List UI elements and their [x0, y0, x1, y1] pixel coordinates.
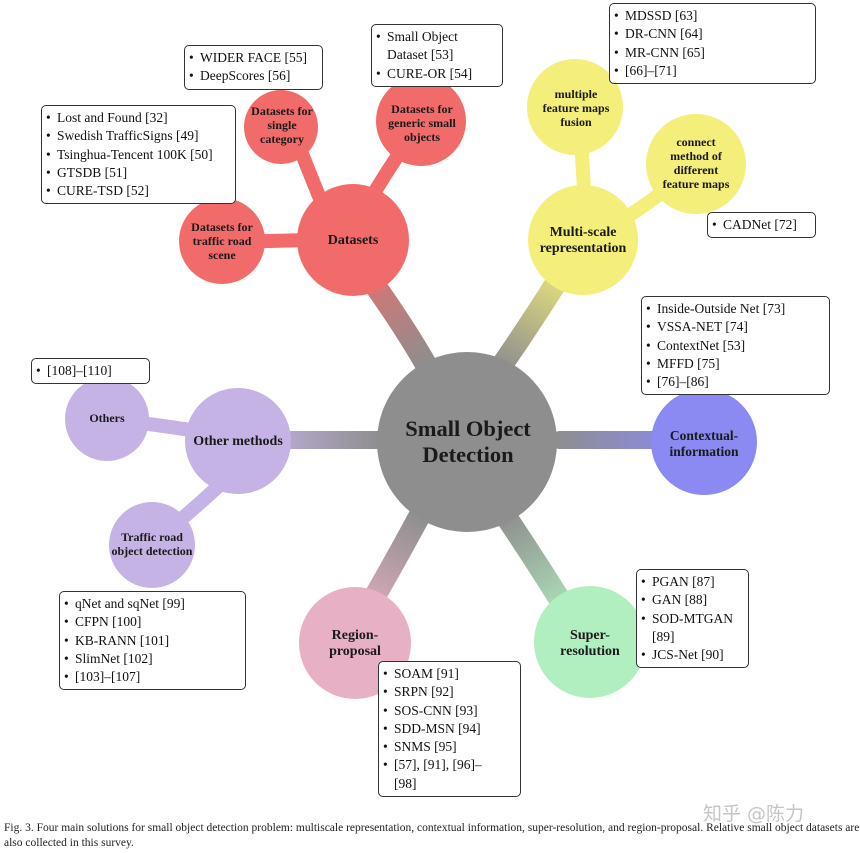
ref-item: Swedish TrafficSigns [49]	[46, 127, 229, 146]
ref-item: CURE-TSD [52]	[46, 182, 229, 201]
connect-method-node	[646, 114, 746, 214]
box-traffic-detection: qNet and sqNet [99] CFPN [100] KB-RANN […	[59, 591, 246, 691]
ref-item: qNet and sqNet [99]	[64, 595, 239, 614]
box-traffic-road-scene: Lost and Found [32] Swedish TrafficSigns…	[41, 105, 236, 205]
box-others: [108]–[110]	[31, 358, 150, 385]
ref-item: [66]–[71]	[614, 62, 809, 81]
ref-item: CFPN [100]	[64, 613, 239, 632]
ref-item: Inside-Outside Net [73]	[646, 300, 823, 319]
ref-item: MR-CNN [65]	[614, 44, 809, 63]
connect-method-label: connect method of different feature maps	[662, 135, 730, 191]
ref-item: GTSDB [51]	[46, 164, 229, 183]
contextual-label: Contextual-information	[669, 428, 739, 459]
ref-item: MDSSD [63]	[614, 7, 809, 26]
ref-item: [57], [91], [96]–[98]	[383, 756, 514, 793]
feature-fusion-node	[527, 59, 623, 155]
ref-item: SOD-MTGAN [89]	[641, 610, 742, 647]
traffic-detection-node	[109, 502, 195, 588]
feature-fusion-label: multiple feature maps fusion	[542, 87, 610, 129]
ref-item: ContextNet [53]	[646, 337, 823, 356]
ref-item: JCS-Net [90]	[641, 646, 742, 665]
datasets-single-label: Datasets for single category	[251, 104, 313, 146]
ref-item: Small Object Dataset [53]	[376, 28, 496, 65]
ref-item: SOAM [91]	[383, 665, 514, 684]
ref-item: Tsinghua-Tencent 100K [50]	[46, 146, 229, 165]
ref-item: SNMS [95]	[383, 738, 514, 757]
others-label: Others	[89, 411, 125, 426]
super-resolution-node	[534, 586, 646, 698]
ref-item: Lost and Found [32]	[46, 109, 229, 128]
ref-item: [103]–[107]	[64, 668, 239, 687]
center-node	[377, 352, 557, 532]
watermark: 知乎 @陈力	[703, 803, 805, 825]
ref-item: SDD-MSN [94]	[383, 720, 514, 739]
traffic-detection-label: Traffic road object detection	[111, 530, 193, 558]
box-contextual: Inside-Outside Net [73] VSSA-NET [74] Co…	[641, 296, 830, 396]
contextual-node	[651, 389, 757, 495]
datasets-node	[297, 184, 409, 296]
ref-item: SRPN [92]	[383, 683, 514, 702]
datasets-generic-node	[376, 76, 466, 166]
box-single-category: WIDER FACE [55] DeepScores [56]	[184, 45, 323, 90]
ref-item: [108]–[110]	[36, 362, 143, 381]
other-methods-label: Other methods	[193, 433, 283, 449]
ref-item: CURE-OR [54]	[376, 65, 496, 84]
ref-item: MFFD [75]	[646, 355, 823, 374]
super-resolution-label: Super-resolution	[560, 627, 620, 659]
ref-item: [76]–[86]	[646, 373, 823, 392]
datasets-label: Datasets	[327, 232, 379, 248]
others-node	[65, 377, 149, 461]
box-region-proposal: SOAM [91] SRPN [92] SOS-CNN [93] SDD-MSN…	[378, 661, 521, 798]
datasets-traffic-label: Datasets for traffic road scene	[191, 220, 253, 262]
box-generic: Small Object Dataset [53] CURE-OR [54]	[371, 24, 503, 87]
ref-item: CADNet [72]	[712, 216, 809, 235]
datasets-single-node	[244, 90, 318, 164]
box-super-resolution: PGAN [87] GAN [88] SOD-MTGAN [89] JCS-Ne…	[636, 569, 749, 669]
datasets-generic-label: Datasets for generic small objects	[388, 102, 456, 144]
ref-item: GAN [88]	[641, 591, 742, 610]
box-connect-method: CADNet [72]	[707, 212, 816, 239]
ref-item: WIDER FACE [55]	[189, 49, 316, 68]
ref-item: PGAN [87]	[641, 573, 742, 592]
region-proposal-label: Region-proposal	[329, 627, 381, 659]
other-methods-node	[185, 388, 291, 494]
ref-item: VSSA-NET [74]	[646, 318, 823, 337]
figure-caption: Fig. 3. Four main solutions for small ob…	[4, 822, 860, 849]
ref-item: DR-CNN [64]	[614, 25, 809, 44]
ref-item: DeepScores [56]	[189, 67, 316, 86]
box-feature-fusion: MDSSD [63] DR-CNN [64] MR-CNN [65] [66]–…	[609, 3, 816, 85]
datasets-traffic-node	[179, 198, 265, 284]
multiscale-label: Multi-scale representation	[539, 224, 627, 256]
center-title: Small Object Detection	[405, 416, 531, 467]
multiscale-node	[528, 185, 638, 295]
ref-item: SlimNet [102]	[64, 650, 239, 669]
ref-item: KB-RANN [101]	[64, 632, 239, 651]
ref-item: SOS-CNN [93]	[383, 702, 514, 721]
